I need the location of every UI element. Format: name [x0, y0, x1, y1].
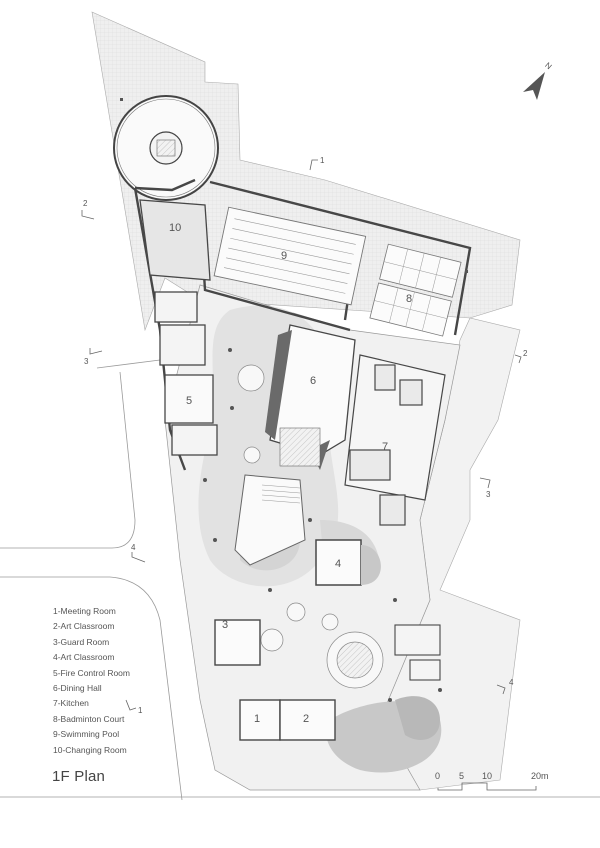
columns [120, 98, 468, 702]
east-small-block [394, 624, 441, 681]
room-label-3: 3 [222, 619, 228, 631]
room-label-5: 5 [186, 395, 192, 407]
room-label-8: 8 [406, 293, 412, 305]
section-mark-4-right: 4 [509, 678, 514, 687]
scale-tick-5: 5 [459, 771, 464, 781]
section-mark-2-left: 2 [83, 199, 88, 208]
room-label-10: 10 [169, 222, 181, 234]
section-mark-3-right: 3 [486, 490, 491, 499]
legend-item: 4-Art Classroom [53, 652, 115, 663]
room-label-2: 2 [303, 713, 309, 725]
legend-item: 1-Meeting Room [53, 606, 116, 616]
scale-tick-0: 0 [435, 771, 440, 781]
legend-item: 8-Badminton Court [53, 713, 125, 724]
scale-tick-20m: 20m [531, 771, 549, 781]
room-legend: 1-Meeting Room 2-Art Classroom 3-Guard R… [53, 604, 130, 758]
legend-item: 10-Changing Room [53, 744, 127, 755]
room-label-7: 7 [382, 441, 388, 453]
north-label: N [543, 61, 553, 72]
legend-item: 6-Dining Hall [53, 683, 102, 694]
art-classroom-4 [315, 539, 381, 586]
scale-tick-10: 10 [482, 771, 492, 781]
room-label-9: 9 [281, 250, 287, 262]
section-mark-1-bottom: 1 [138, 706, 143, 715]
badminton-courts [369, 243, 462, 337]
section-mark-3-left: 3 [84, 357, 89, 366]
trees [237, 364, 384, 689]
section-mark-1-top: 1 [320, 156, 325, 165]
legend-item: 7-Kitchen [53, 698, 89, 709]
room-label-4: 4 [335, 558, 341, 570]
legend-item: 3-Guard Room [53, 636, 110, 647]
north-arrow-icon: N [523, 61, 554, 100]
room-labels: 1 2 3 4 5 6 7 8 9 10 [169, 222, 412, 725]
dining-hall [265, 324, 356, 470]
scale-bar: 0 5 10 20m [435, 771, 549, 791]
section-marks [81, 159, 522, 711]
section-mark-4-left: 4 [131, 543, 136, 552]
drawing-title: 1F Plan [52, 768, 106, 785]
round-tower [113, 95, 219, 201]
legend-item: 9-Swimming Pool [53, 729, 120, 740]
kitchen-block [344, 354, 446, 526]
central-stair-block [234, 474, 306, 566]
section-mark-labels: 1 1 2 2 3 3 4 4 [83, 156, 528, 715]
room-label-1: 1 [254, 713, 260, 725]
street-curbs [0, 359, 600, 801]
swimming-pool [213, 206, 367, 306]
west-wing-rooms [139, 199, 218, 456]
legend-item: 5-Fire Control Room [53, 667, 130, 678]
section-mark-2-right: 2 [523, 349, 528, 358]
room-label-6: 6 [310, 375, 316, 387]
legend-item: 2-Art Classroom [53, 621, 115, 632]
south-building [214, 619, 336, 741]
